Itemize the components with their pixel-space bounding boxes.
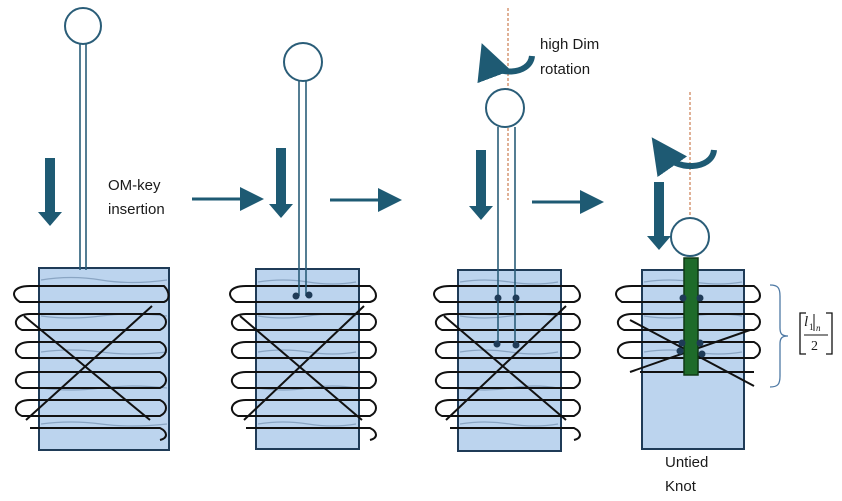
formula-sub1: 1 (809, 322, 814, 332)
formula-denominator: 2 (811, 339, 818, 354)
key-icon (283, 42, 323, 300)
insertion-label-line2: insertion (108, 201, 165, 218)
down-arrow-icon (269, 148, 293, 218)
key-ring (283, 42, 323, 82)
rope-coils (13, 285, 170, 441)
rope-coils (229, 285, 377, 441)
brace-icon (769, 284, 789, 388)
down-arrow-icon (647, 182, 671, 250)
stage-1: OM-key insertion (13, 7, 170, 451)
untied-knot-label-line1: Untied (665, 454, 708, 471)
rotation-label-line2: rotation (540, 61, 590, 78)
down-arrow-icon (469, 150, 493, 220)
formula-subn: n (816, 323, 821, 333)
rope-coils (433, 285, 581, 441)
key-icon (670, 217, 710, 376)
formula: l 1 n 2 (799, 312, 833, 355)
key-ring (670, 217, 710, 257)
rotation-label-line1: high Dim (540, 36, 599, 53)
insertion-label-line1: OM-key (108, 177, 161, 194)
untied-knot-label-line2: Knot (665, 478, 697, 495)
key-ring (485, 88, 525, 128)
formula-var: l (804, 314, 808, 330)
stage-4: Untied Knot (615, 92, 789, 495)
key-icon (64, 7, 102, 270)
rotation-arrow-icon (651, 137, 717, 178)
stage-2 (229, 42, 377, 450)
down-arrow-icon (38, 158, 62, 226)
knot-core (683, 257, 699, 376)
key-ring (64, 7, 102, 45)
rotation-arrow-icon (477, 43, 535, 84)
key-icon (485, 88, 525, 349)
stage-3: high Dim rotation (433, 8, 599, 452)
